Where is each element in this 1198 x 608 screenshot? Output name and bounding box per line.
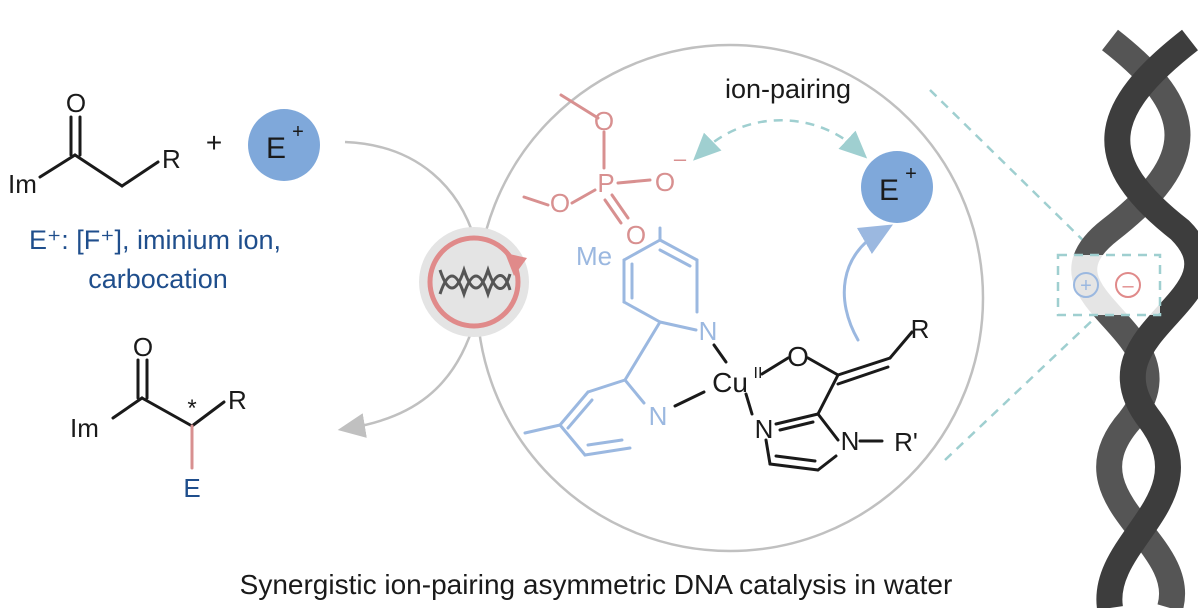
plus-sign: + [206,127,222,158]
pocket-electrophile-e: E [879,174,899,207]
copper-label: Cu [712,367,748,398]
stereocenter-star: * [187,395,196,422]
dna-double-helix [1071,29,1198,608]
electrophile-types-line1: E⁺: [F⁺], iminium ion, [29,225,281,255]
legend-minus: – [1122,275,1134,297]
phosphate-backbone: O O P O O – [522,93,687,250]
ion-pairing-label: ion-pairing [725,74,851,104]
pocket-connector-top [929,89,1099,256]
phosphate-o-right: O [655,167,675,197]
phosphate-o-left: O [550,188,570,218]
electrophile-types-line2: carbocation [88,264,228,294]
phosphate-o-top: O [594,106,614,136]
legend-plus: + [1080,275,1092,297]
electrophile-bubble: E + [248,109,320,181]
imidazole-n-lower: N [841,426,860,456]
enolate-o-label: O [787,341,809,372]
pocket-electrophile-charge: + [905,163,917,185]
phosphate-minus: – [674,146,687,171]
product-im-label: Im [70,413,99,443]
copper-enolate-complex: Cu II O R N N R' [673,314,930,472]
product-o-label: O [133,332,153,362]
phosphate-p: P [597,168,614,198]
imidazole-r-prime: R' [894,427,918,457]
imidazole-n-upper: N [755,414,774,444]
bipyridine-ligand: Me N N [523,226,718,457]
dna-catalyst-badge [419,227,529,337]
enolate-r-label: R [911,314,930,344]
product-out-arrow [337,319,477,438]
ion-pairing-arrow [693,119,868,161]
phosphate-o-bottom: O [626,220,646,250]
copper-oxidation-state: II [754,365,763,382]
pocket-connector-bottom [944,314,1099,461]
methyl-label: Me [576,241,612,271]
electrophile-e: E [266,132,286,165]
pocket-electrophile-bubble: E + [861,151,933,223]
product-e-label: E [183,473,200,503]
pyridine-n-upper: N [699,316,718,346]
substrate-o-label: O [66,88,86,118]
product-r-label: R [228,385,247,415]
substrate-r-label: R [162,144,181,174]
product-ketone: O Im R * E [70,332,247,503]
dna-pocket-circle [475,43,985,553]
enolate-attack-arrow [842,224,893,342]
electrophile-charge: + [292,121,304,143]
substrate-in-arrow [344,140,477,241]
substrate-im-label: Im [8,169,37,199]
pyridine-n-lower: N [649,401,668,431]
substrate-ketone: O Im R [8,88,181,199]
figure-caption: Synergistic ion-pairing asymmetric DNA c… [240,569,953,600]
charge-legend: + – [1056,253,1162,317]
